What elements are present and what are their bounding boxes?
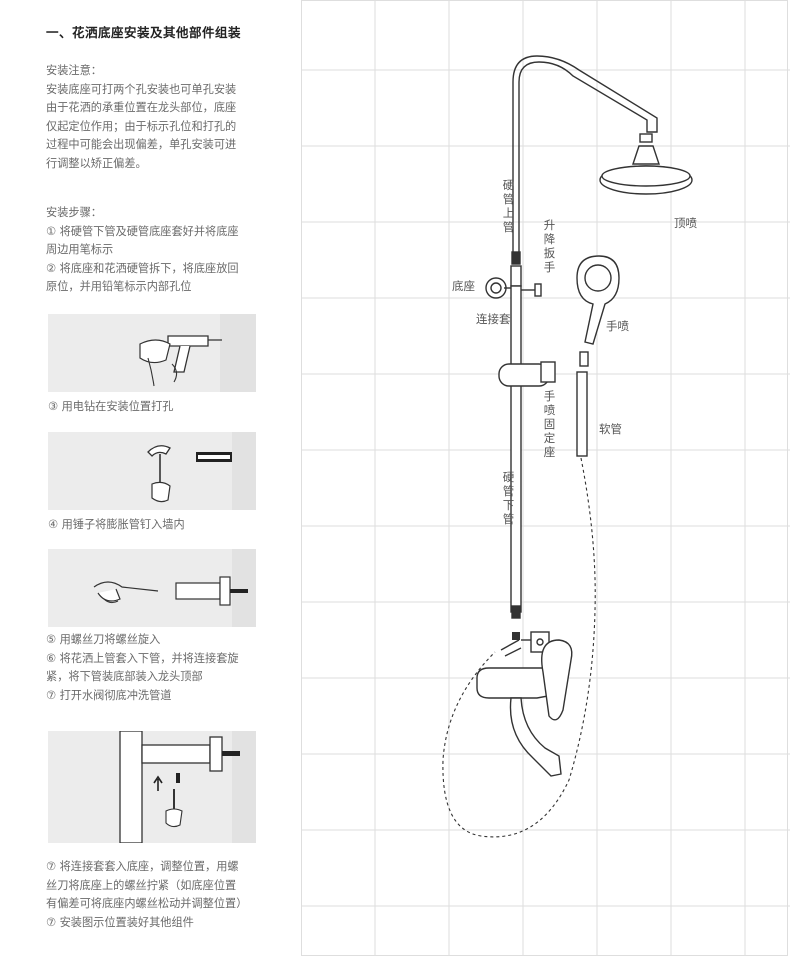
label-hand-shower-holder: 手喷固定座 [543,389,556,459]
steps-line: 原位，并用铅笔标示内部孔位 [46,280,192,294]
caption-step-4: ④ 用锤子将膨胀管钉入墙内 [48,518,185,531]
hammer-illustration [48,432,256,510]
notes-line: 行调整以矫正偏差。 [46,156,147,170]
caption-line: 丝刀将底座上的螺丝拧紧（如底座位置 [46,878,237,892]
label-base: 底座 [452,279,475,293]
label-top-shower: 顶喷 [674,216,697,230]
screwdriver-illustration [48,549,256,627]
steps-section: 安装步骤： ① 将硬管下管及硬管底座套好并将底座 周边用笔标示 ② 将底座和花洒… [46,204,264,297]
steps-line: ① 将硬管下管及硬管底座套好并将底座 [46,224,239,238]
label-sleeve: 连接套 [476,312,511,326]
label-upper-pipe: 硬管上管 [502,178,515,234]
label-lift-wrench: 升降扳手 [543,218,556,274]
caption-line: ⑥ 将花洒上管套入下管，并将连接套旋 [46,651,239,665]
notes-line: 由于花洒的承重位置在龙头部位，底座 [46,101,237,115]
steps-line: ② 将底座和花洒硬管拆下，将底座放回 [46,261,239,275]
shower-diagram [301,0,790,956]
caption-line: ⑦ 将连接套套入底座，调整位置，用螺 [46,860,239,873]
steps-heading: 安装步骤： [46,206,102,219]
caption-step-7: ⑦ 将连接套套入底座，调整位置，用螺 丝刀将底座上的螺丝拧紧（如底座位置 有偏差… [46,858,264,932]
caption-step-5-7: ⑤ 用螺丝刀将螺丝旋入 ⑥ 将花洒上管套入下管，并将连接套旋 紧，将下管装底部装… [46,631,264,705]
notes-line: 过程中可能会出现偏差，单孔安装可进 [46,138,237,152]
caption-line: ⑦ 安装图示位置装好其他组件 [46,915,194,929]
notes-line: 仅起定位作用；由于标示孔位和打孔的 [46,119,237,133]
steps-line: 周边用笔标示 [46,243,114,257]
tile-grid [301,0,790,956]
caption-line: 有偏差可将底座内螺丝松动并调整位置） [46,897,248,911]
caption-line: ⑤ 用螺丝刀将螺丝旋入 [46,633,161,646]
label-hand-shower: 手喷 [606,319,629,333]
drill-illustration [48,314,256,392]
notes-heading: 安装注意： [46,64,102,77]
label-lower-pipe: 硬管下管 [502,470,515,526]
caption-line: ⑦ 打开水阀彻底冲洗管道 [46,688,172,702]
notes-line: 安装底座可打两个孔安装也可单孔安装 [46,82,237,96]
caption-step-3: ③ 用电钻在安装位置打孔 [48,400,174,413]
page-title: 一、花洒底座安装及其他部件组装 [46,25,242,40]
sleeve-illustration [48,731,256,843]
notes-section: 安装注意： 安装底座可打两个孔安装也可单孔安装 由于花洒的承重位置在龙头部位，底… [46,62,264,174]
caption-line: 紧，将下管装底部装入龙头顶部 [46,670,203,684]
label-hose: 软管 [599,422,622,436]
